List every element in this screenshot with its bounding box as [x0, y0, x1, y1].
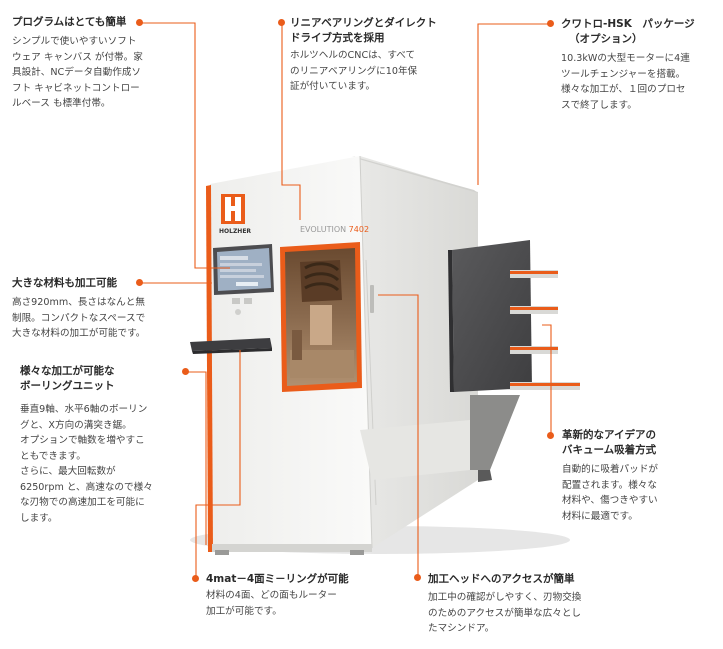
callout-vacuum-title: 革新的なアイデアの バキューム吸着方式	[562, 428, 712, 458]
callout-title-line: ボーリングユニット	[20, 380, 115, 392]
machine-top	[352, 156, 478, 193]
marker-dot-boring	[182, 368, 189, 375]
model-name-text: EVOLUTION	[300, 225, 349, 234]
callout-linear: リニアベアリングとダイレクト ドライブ方式を採用 ホルツヘルのCNCは、すべて …	[290, 16, 450, 95]
keyboard-shelf	[190, 338, 272, 351]
callout-line: 10.3kWの大型モーターに4連	[561, 53, 690, 64]
marker-dot-access	[414, 574, 421, 581]
callout-line: 様々な加工が、１回のプロセ	[561, 84, 686, 95]
callout-line: ツールチェンジャーを搭載。	[561, 68, 686, 80]
callout-line: スで終了します。	[561, 99, 637, 111]
callout-vacuum-body: 自動的に吸着パッドが 配置されます。様々な 材料や、傷つきやすい 材料に最適です…	[562, 462, 712, 524]
callout-line: 高さ920mm、長さはなんと無	[12, 297, 145, 308]
callout-line: 加工中の確認がしやすく、刃物交換	[428, 592, 582, 603]
model-number-text: 7402	[349, 225, 369, 234]
marker-dot-software	[136, 19, 143, 26]
callout-line: します。	[20, 512, 58, 524]
callout-line: 制限。コンパクトなスペースで	[12, 312, 146, 324]
callout-title-line: バキューム吸着方式	[562, 444, 657, 456]
callout-software-title: プログラムはとても簡単	[12, 16, 127, 28]
callout-hsk: クワトロ-HSK パッケージ （オプション） 10.3kWの大型モーターに4連 …	[561, 17, 716, 113]
side-door-handle	[370, 285, 374, 313]
callout-line: 6250rpm と、高速なので様々	[20, 481, 153, 493]
callout-line: 材料の4面、どの面もルーター	[206, 590, 337, 601]
callout-title-line: ドライブ方式を採用	[290, 32, 385, 44]
callout-title-line: 様々な加工が可能な	[20, 365, 115, 377]
callout-large-body: 高さ920mm、長さはなんと無 制限。コンパクトなスペースで 大きな材料の加工が…	[12, 295, 172, 342]
callout-line: のためのアクセスが簡単な広々とし	[428, 607, 582, 619]
callout-linear-title: リニアベアリングとダイレクト ドライブ方式を採用	[290, 16, 450, 46]
callout-line: 加工が可能です。	[206, 605, 282, 617]
callout-large-material: 大きな材料も加工可能 高さ920mm、長さはなんと無 制限。コンパクトなスペース…	[12, 276, 172, 342]
callout-line: 具設計、NCデータ自動作成ソ	[12, 67, 141, 78]
callout-title-line: クワトロ-HSK パッケージ	[561, 18, 695, 30]
leader-lines	[140, 22, 552, 579]
callout-line: フト キャビネットコントロー	[12, 82, 140, 94]
callout-line: 自動的に吸着パッドが	[562, 464, 658, 475]
callout-line: ともできます。	[20, 450, 86, 462]
callout-access-body: 加工中の確認がしやすく、刃物交換 のためのアクセスが簡単な広々とし たマシンドア…	[428, 590, 613, 637]
callout-line: ウェア キャンバス が付帯。家	[12, 51, 143, 63]
material-panel	[452, 240, 532, 392]
callout-line: シンプルで使いやすいソフト	[12, 36, 137, 47]
machine-door	[280, 242, 362, 392]
callout-linear-body: ホルツヘルのCNCは、すべて のリニアベアリングに10年保 証が付いています。	[290, 48, 450, 95]
callout-line: 証が付いています。	[290, 81, 376, 92]
callout-title-line: （オプション）	[569, 33, 643, 45]
callout-hsk-body: 10.3kWの大型モーターに4連 ツールチェンジャーを搭載。 様々な加工が、１回…	[561, 51, 716, 113]
callout-vacuum: 革新的なアイデアの バキューム吸着方式 自動的に吸着パッドが 配置されます。様々…	[562, 428, 712, 524]
callout-line: のリニアベアリングに10年保	[290, 65, 418, 77]
callout-line: 配置されます。様々な	[562, 479, 657, 491]
callout-line: な刃物での高速加工を可能に	[20, 497, 145, 508]
model-name: EVOLUTION 7402	[300, 225, 369, 234]
callout-line: オプションで軸数を増やすこ	[20, 435, 145, 446]
control-monitor	[213, 244, 274, 295]
callout-line: グと、X方向の溝突き鋸。	[20, 419, 132, 431]
marker-dot-large	[136, 279, 143, 286]
callout-software: プログラムはとても簡単 シンプルで使いやすいソフト ウェア キャンバス が付帯。…	[12, 15, 143, 112]
callout-4mat-body: 材料の4面、どの面もルーター 加工が可能です。	[206, 588, 376, 619]
logo-text: HOLZHER	[219, 228, 251, 235]
callout-hsk-title: クワトロ-HSK パッケージ （オプション）	[561, 17, 716, 47]
callout-4mat-title: 4mat－4面ミ－リングが可能	[206, 573, 349, 585]
marker-dot-4mat	[192, 575, 199, 582]
callout-boring-body: 垂直9軸、水平6軸のボーリン グと、X方向の溝突き鋸。 オプションで軸数を増やす…	[20, 402, 180, 526]
callout-title-line: リニアベアリングとダイレクト	[290, 17, 437, 29]
callout-access-title: 加工ヘッドへのアクセスが簡単	[428, 573, 575, 585]
callout-line: 材料に最適です。	[562, 510, 638, 522]
callout-title-line: 革新的なアイデアの	[562, 429, 656, 441]
marker-dot-linear	[278, 19, 285, 26]
callout-line: ホルツヘルのCNCは、すべて	[290, 50, 416, 61]
holzher-logo: HOLZHER	[219, 194, 251, 235]
callout-line: たマシンドア。	[428, 623, 495, 634]
marker-dot-vacuum	[547, 432, 554, 439]
callout-4mat: 4mat－4面ミ－リングが可能 材料の4面、どの面もルーター 加工が可能です。	[206, 572, 376, 619]
callout-boring-unit: 様々な加工が可能な ボーリングユニット 垂直9軸、水平6軸のボーリン グと、X方…	[20, 364, 180, 526]
orange-stripe-left	[206, 185, 213, 552]
callout-line: 垂直9軸、水平6軸のボーリン	[20, 404, 148, 415]
support-rails	[510, 270, 580, 390]
callout-line: さらに、最大回転数が	[20, 466, 116, 477]
callout-boring-title: 様々な加工が可能な ボーリングユニット	[20, 364, 180, 394]
callout-software-body: シンプルで使いやすいソフト ウェア キャンバス が付帯。家 具設計、NCデータ自…	[12, 34, 143, 112]
callout-large-title: 大きな材料も加工可能	[12, 277, 117, 289]
marker-dot-hsk	[547, 20, 554, 27]
callout-line: 材料や、傷つきやすい	[562, 495, 658, 506]
callout-line: 大きな材料の加工が可能です。	[12, 328, 146, 339]
callout-access: 加工ヘッドへのアクセスが簡単 加工中の確認がしやすく、刃物交換 のためのアクセス…	[428, 572, 613, 637]
callout-line: ルベース も標準付帯。	[12, 98, 111, 109]
